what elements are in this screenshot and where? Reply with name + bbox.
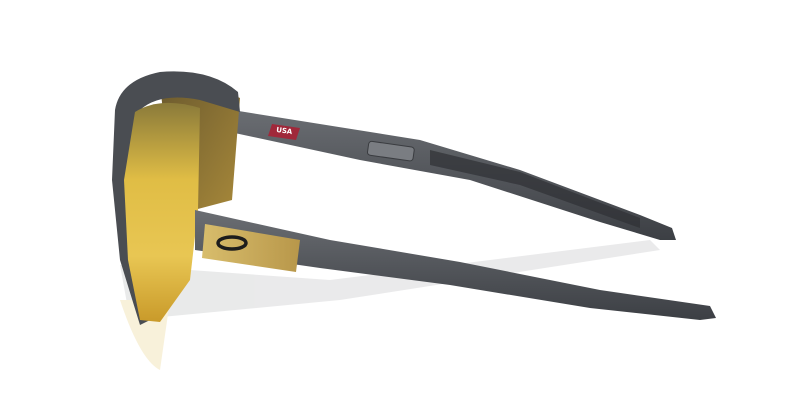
oakley-ellipse-logo (216, 235, 248, 251)
near-temple (195, 210, 716, 320)
far-temple-grip (430, 150, 640, 228)
svg-text:USA: USA (276, 126, 294, 136)
front-frame (112, 71, 240, 325)
far-temple (220, 108, 676, 240)
far-temple-slot (366, 140, 415, 162)
usa-logo: USA (268, 124, 300, 140)
lens (124, 102, 200, 322)
